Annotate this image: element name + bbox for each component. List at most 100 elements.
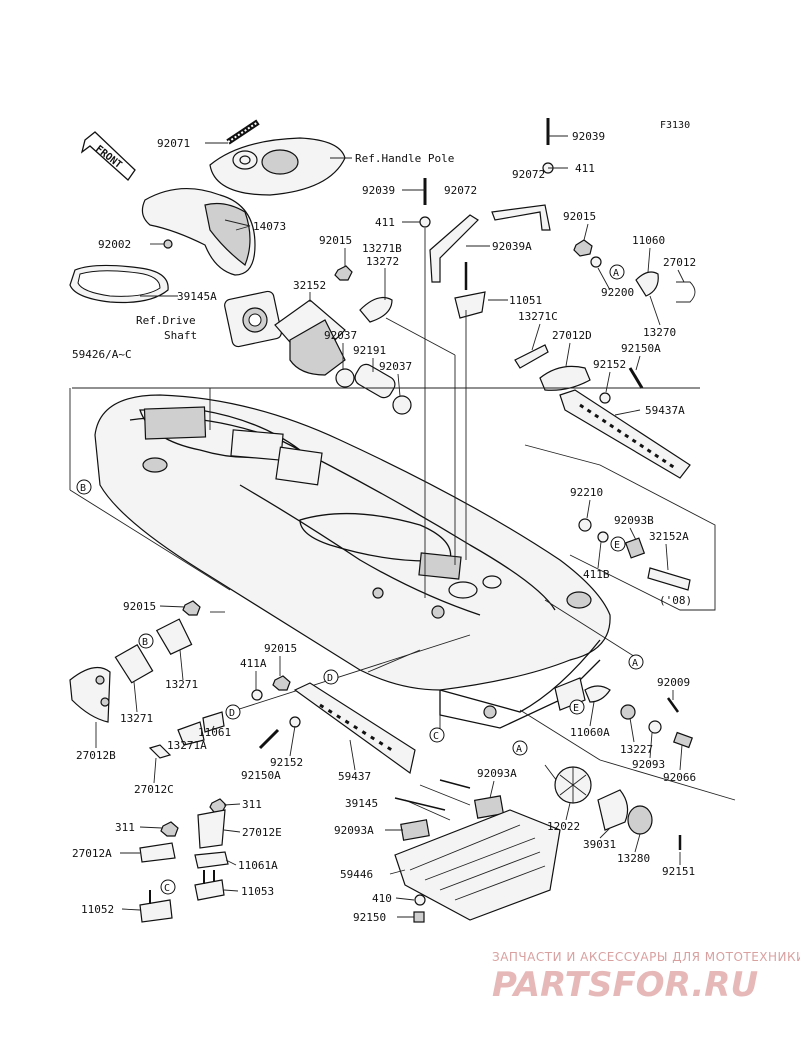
hull-body: [94, 394, 611, 729]
label-411-b: 411: [375, 216, 395, 229]
svg-text:C: C: [164, 883, 170, 894]
label-08: ('08): [659, 594, 692, 607]
label-92093b: 92093B: [614, 514, 654, 527]
label-13271c: 13271C: [518, 310, 558, 323]
bolt-92039-top: [542, 118, 554, 174]
label-11061: 11061: [198, 726, 231, 739]
valve-13227: [620, 697, 693, 749]
label-410: 410: [372, 892, 392, 905]
label-92150a-b: 92150A: [241, 769, 281, 782]
bracket-92072-a: [429, 214, 479, 283]
watermark: ЗАПЧАСТИ И АКСЕССУАРЫ ДЛЯ МОТОТЕХНИКИ PA…: [492, 950, 800, 1005]
label-59446: 59446: [340, 868, 373, 881]
label-92093a-b: 92093A: [334, 824, 374, 837]
pad-92093a: [400, 795, 505, 841]
label-13271-a: 13271: [165, 678, 198, 691]
label-92066: 92066: [663, 771, 696, 784]
bolt-92039: [419, 178, 431, 228]
label-11060a: 11060A: [570, 726, 610, 739]
label-92037-a: 92037: [324, 329, 357, 342]
label-39145: 39145: [345, 797, 378, 810]
part-labels: 92071 Ref.Handle Pole 92039 411 92039 92…: [72, 130, 696, 924]
hose-39145: [394, 779, 471, 811]
label-27012e: 27012E: [242, 826, 282, 839]
callout-d1: D: [225, 704, 241, 720]
seat-cushion: [141, 187, 256, 276]
svg-text:C: C: [433, 731, 439, 742]
plate-13271c: [514, 344, 549, 369]
label-39031: 39031: [583, 838, 616, 851]
label-13271a: 13271A: [167, 739, 207, 752]
label-92152-a: 92152: [593, 358, 626, 371]
label-32152: 32152: [293, 279, 326, 292]
label-92071: 92071: [157, 137, 190, 150]
bracket-27012e: [197, 798, 227, 849]
nut-92015-right: [573, 239, 593, 257]
label-411-a: 411: [575, 162, 595, 175]
svg-text:E: E: [614, 540, 620, 551]
nut-92015-mid: [251, 675, 291, 701]
label-11052: 11052: [81, 903, 114, 916]
label-13270: 13270: [643, 326, 676, 339]
label-92072-b: 92072: [512, 168, 545, 181]
washer-92200: [590, 256, 602, 268]
label-311-b: 311: [115, 821, 135, 834]
callout-d2: D: [323, 669, 339, 685]
svg-text:D: D: [229, 708, 235, 719]
label-59426: 59426/A~C: [72, 348, 132, 361]
label-92037-b: 92037: [379, 360, 412, 373]
washer-410: [414, 894, 426, 906]
bolt-92150: [413, 911, 425, 923]
bolt-92002: [163, 239, 173, 249]
grip-strip: [226, 119, 260, 145]
svg-text:E: E: [573, 703, 579, 714]
label-92039-b: 92039: [362, 184, 395, 197]
hose-92191: [335, 363, 412, 415]
label-ticks: [95, 223, 685, 918]
label-32152a: 32152A: [649, 530, 689, 543]
label-13271b: 13271B: [362, 242, 402, 255]
label-27012b: 27012B: [76, 749, 116, 762]
label-92039-a: 92039: [572, 130, 605, 143]
label-92015-c: 92015: [123, 600, 156, 613]
cover-27012d: [539, 365, 591, 391]
label-59437: 59437: [338, 770, 371, 783]
svg-text:B: B: [142, 637, 148, 648]
svg-text:A: A: [632, 658, 638, 669]
steering-detail-box: [524, 444, 716, 611]
callout-a2: A: [628, 654, 644, 670]
label-11053: 11053: [241, 885, 274, 898]
ride-plate-59446: [394, 809, 561, 921]
label-12022: 12022: [547, 820, 580, 833]
label-92072-a: 92072: [444, 184, 477, 197]
u-bolt-27012: [676, 281, 696, 303]
label-13280: 13280: [617, 852, 650, 865]
grip-rail-59437: [293, 682, 416, 775]
svg-text:A: A: [613, 268, 619, 279]
plate-11061a: [194, 851, 229, 869]
label-13272: 13272: [366, 255, 399, 268]
bracket-92072-b: [491, 204, 551, 231]
label-92210: 92210: [570, 486, 603, 499]
grip-rail-59437a: [559, 389, 691, 479]
label-92093: 92093: [632, 758, 665, 771]
watermark-brand: PARTSFOR.RU: [492, 965, 758, 1005]
callout-c2: C: [160, 879, 176, 895]
left-bracket-assembly: [69, 600, 201, 723]
label-11061a: 11061A: [238, 859, 278, 872]
watermark-tagline: ЗАПЧАСТИ И АКСЕССУАРЫ ДЛЯ МОТОТЕХНИКИ: [492, 950, 800, 964]
callout-e2: E: [569, 699, 585, 715]
label-92151: 92151: [662, 865, 695, 878]
label-92093a-a: 92093A: [477, 767, 517, 780]
label-311-a: 311: [242, 798, 262, 811]
clamp-13271b: [359, 297, 393, 323]
label-13227: 13227: [620, 743, 653, 756]
label-27012c: 27012C: [134, 783, 174, 796]
label-92009: 92009: [657, 676, 690, 689]
label-14073: 14073: [253, 220, 286, 233]
bracket-27012a: [139, 821, 179, 863]
front-arrow-icon: FRONT: [80, 131, 136, 181]
vent-11060a: [584, 685, 611, 703]
label-39145a: 39145A: [177, 290, 217, 303]
